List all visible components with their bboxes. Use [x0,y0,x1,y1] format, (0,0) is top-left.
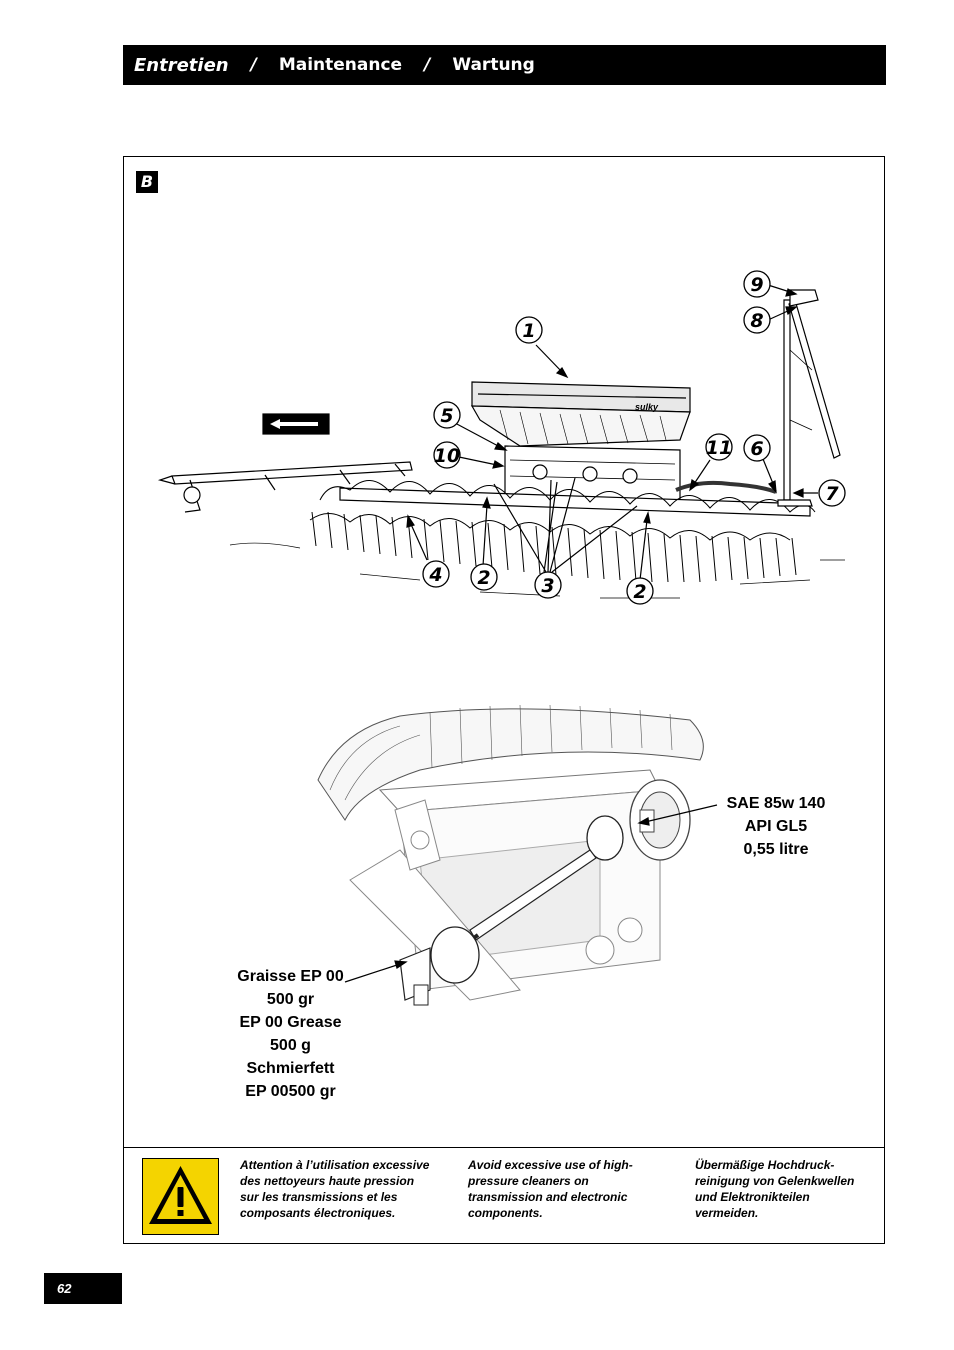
page-number: 62 [44,1273,122,1304]
callout-5: 5 [433,401,461,429]
callout-8: 8 [743,306,771,334]
gearbox-oil-spec: API GL5 [744,818,808,835]
header-title-en: Maintenance [278,55,403,75]
callout-2: 2 [626,577,654,605]
grease-label: Graisse EP 00 500 gr EP 00 Grease 500 g … [218,965,363,1103]
callout-10: 10 [433,441,461,469]
warning-row [123,1147,885,1244]
grease-en: EP 00 Grease [239,1014,342,1031]
gearbox-oil-label: SAE 85w 140 API GL5 0,55 litre [706,792,846,861]
header-separator: / [424,55,431,75]
warning-text-en: Avoid excessive use of high-pressure cle… [468,1158,633,1220]
grease-de: Schmierfett [246,1060,335,1077]
content-frame [123,156,885,1244]
grease-de-qty: EP 00500 gr [245,1083,336,1100]
warning-text-de: Übermäßige Hochdruck-reinigung von Gelen… [695,1158,855,1220]
svg-text:3: 3 [541,575,554,597]
section-badge: B [136,171,158,193]
brand-logo: sulky [635,402,659,412]
svg-text:10: 10 [434,445,460,467]
svg-text:8: 8 [750,310,763,332]
svg-text:5: 5 [440,405,453,427]
svg-text:7: 7 [825,483,839,505]
grease-en-qty: 500 g [270,1037,311,1054]
gearbox-oil-volume: 0,55 litre [743,841,809,858]
svg-text:11: 11 [706,437,732,459]
grease-fr-qty: 500 gr [266,991,315,1008]
callout-4: 4 [422,560,450,588]
svg-text:4: 4 [428,564,442,586]
callout-leaders [406,284,818,581]
svg-text:6: 6 [750,438,763,460]
gearbox-oil-grade: SAE 85w 140 [726,795,826,812]
svg-text:9: 9 [750,274,763,296]
grease-fr: Graisse EP 00 [237,968,344,985]
seed-drill-illustration: sulky [157,289,845,599]
callout-7: 7 [818,479,846,507]
svg-text:2: 2 [477,567,490,589]
warning-triangle-icon [149,1166,212,1224]
svg-text:2: 2 [633,581,646,603]
callout-3: 3 [534,571,562,599]
header-bar: Entretien / Maintenance / Wartung [123,45,886,85]
callout-11: 11 [705,433,733,461]
pto-gearbox-illustration [317,704,704,1006]
header-title-fr: Entretien [134,54,229,76]
callout-markers: 1 5 10 4 2 3 2 11 6 7 8 9 [422,270,846,605]
callout-1: 1 [515,316,543,344]
warning-text-fr: Attention à l’utilisation excessive des … [240,1158,430,1220]
callout-2: 2 [470,563,498,591]
callout-9: 9 [743,270,771,298]
callout-6: 6 [743,434,771,462]
svg-text:1: 1 [522,320,535,342]
header-title-de: Wartung [452,55,535,75]
header-separator: / [250,55,257,75]
